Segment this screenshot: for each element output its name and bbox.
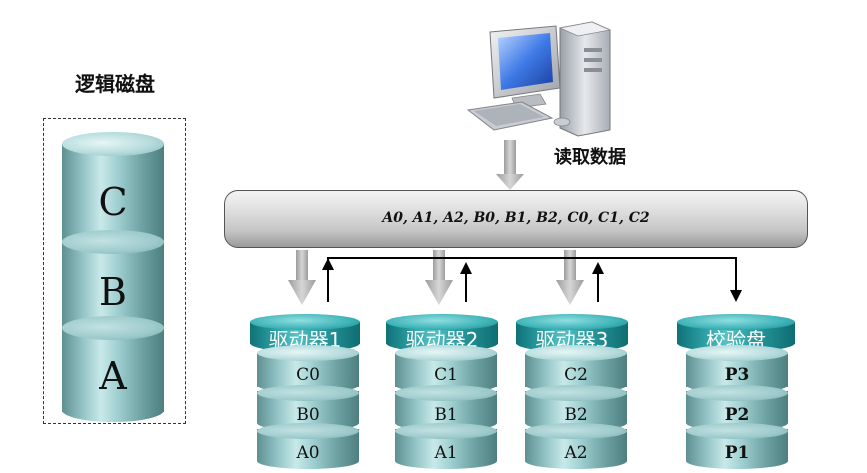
logical-segment-b: B: [99, 270, 127, 314]
bus-to-drive1-arrow: [288, 250, 316, 305]
read-data-label: 读取数据: [554, 147, 626, 168]
logical-disk-frame: [43, 118, 186, 424]
logical-segment-a: A: [99, 354, 127, 398]
drive1-disk: C0 B0 A0: [257, 345, 359, 470]
drive2-disk: C1 B1 A1: [395, 345, 497, 470]
drive2-block-bottom: A1: [434, 443, 458, 463]
logical-segment-c: C: [98, 180, 128, 224]
logical-disk-title: 逻辑磁盘: [75, 72, 155, 96]
drive1-block-mid: B0: [296, 405, 320, 425]
desktop-computer-icon: [466, 21, 612, 137]
drive1-block-top: C0: [296, 365, 320, 385]
drive3-disk: C2 B2 A2: [525, 345, 627, 470]
data-bus-label: A0, A1, A2, B0, B1, B2, C0, C1, C2: [382, 210, 650, 226]
drive3-block-bottom: A2: [564, 443, 588, 463]
parity-line: [327, 257, 737, 302]
drive3-block-mid: B2: [564, 405, 588, 425]
logical-disk-cylinder: C B A: [62, 132, 164, 422]
parity-block-top: P3: [724, 365, 750, 385]
drive3-block-top: C2: [564, 365, 588, 385]
parity-arrow-head: [730, 290, 742, 302]
parity-block-bottom: P1: [724, 443, 750, 463]
parity-block-mid: P2: [724, 405, 750, 425]
parity-disk: P3 P2 P1: [686, 345, 788, 470]
read-arrow-icon: [496, 140, 524, 190]
drive2-block-top: C1: [434, 365, 458, 385]
drive2-block-mid: B1: [434, 405, 458, 425]
drive1-block-bottom: A0: [296, 443, 320, 463]
data-bus-bar: [224, 190, 808, 248]
